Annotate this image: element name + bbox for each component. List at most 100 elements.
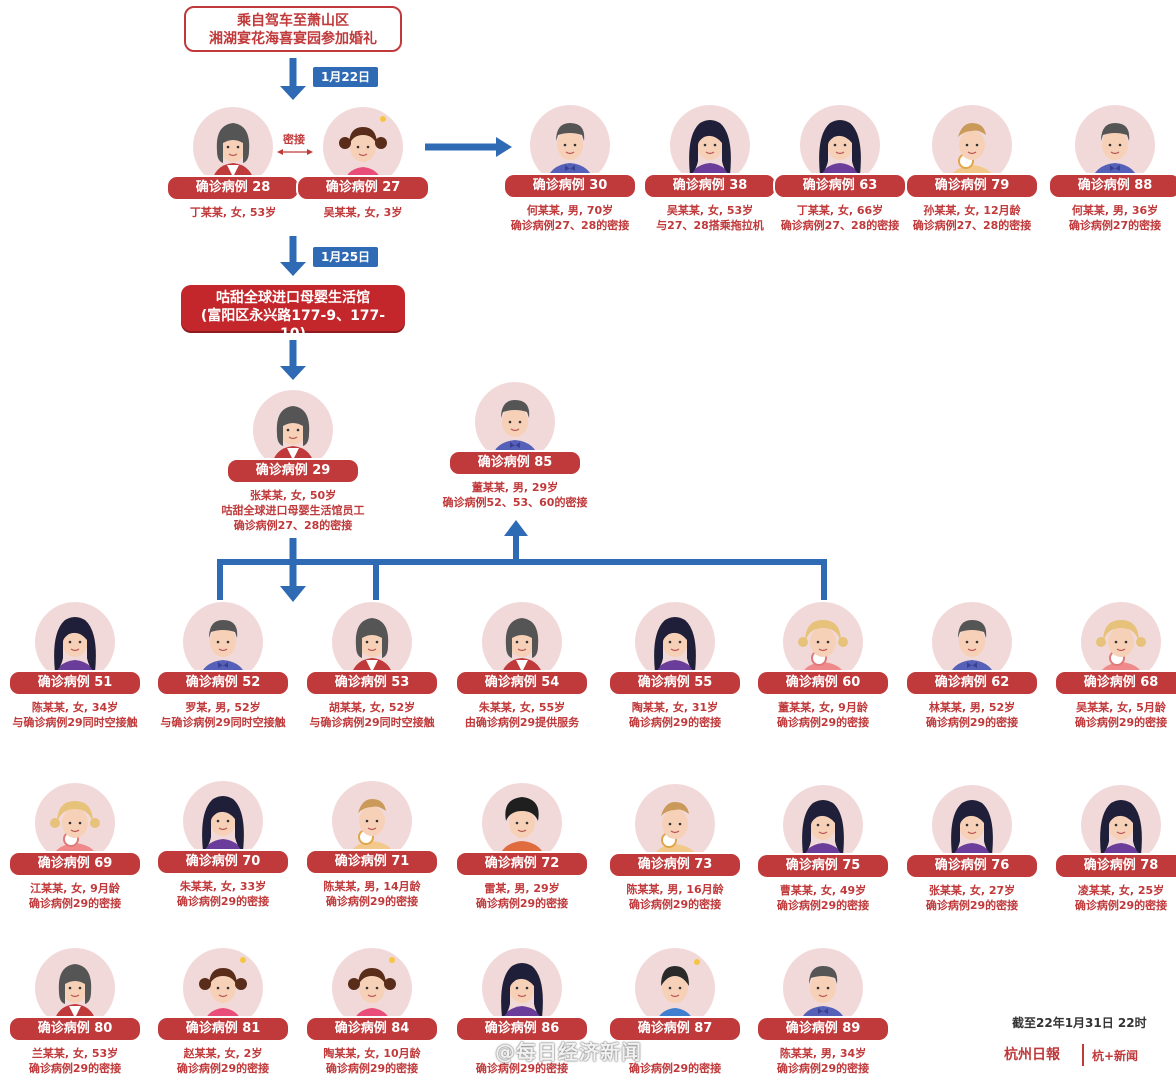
case-info: 林某某, 男, 52岁确诊病例29的密接 [877,700,1067,730]
case-info-line: 确诊病例27、28的密接 [233,519,353,532]
event-store-line2: (富阳区永兴路177-9、177-10) [200,308,386,342]
case-label: 确诊病例 27 [296,175,430,201]
case-info: 朱某某, 女, 33岁确诊病例29的密接 [128,879,318,909]
avatar-girl-icon [332,948,412,1028]
case-info: 丁某某, 女, 53岁 [138,205,328,220]
case-info: 雷某, 男, 29岁确诊病例29的密接 [427,881,617,911]
case-info: 何某某, 男, 36岁确诊病例27的密接 [1020,203,1176,233]
case-info: 董某某, 女, 9月龄确诊病例29的密接 [728,700,918,730]
case-info-line: 凌某某, 女, 25岁 [1077,884,1165,897]
case-info-line: 雷某, 男, 29岁 [484,882,560,895]
case-label: 确诊病例 38 [643,173,777,199]
footer-separator [1082,1044,1084,1066]
case-info-line: 确诊病例29的密接 [776,899,870,912]
case-info-line: 确诊病例29的密接 [925,716,1019,729]
case-label: 确诊病例 60 [756,670,890,696]
avatar-woman-long-icon [1081,785,1161,865]
case-label: 确诊病例 86 [455,1016,589,1042]
case-info-line: 曹某某, 女, 49岁 [779,884,867,897]
case-label: 确诊病例 68 [1054,670,1176,696]
case-info: 陈某某, 男, 34岁确诊病例29的密接 [728,1046,918,1076]
case-info-line: 确诊病例29的密接 [176,1062,270,1075]
case-info: 兰某某, 女, 53岁确诊病例29的密接 [0,1046,170,1076]
case-label: 确诊病例 29 [226,458,360,484]
case-info-line: 丁某某, 女, 53岁 [189,206,277,219]
case-label: 确诊病例 69 [8,851,142,877]
footer-logo-hzrb: 杭州日報 [1004,1047,1060,1063]
case-info: 确诊病例29的密接 [427,1046,617,1076]
avatar-woman-short-icon [35,948,115,1028]
case-info: 吴某某, 女, 3岁 [268,205,458,220]
case-info-line: 确诊病例27、28的密接 [912,219,1032,232]
case-info: 陈某某, 女, 34岁与确诊病例29同时空接触 [0,700,170,730]
case-info-line: 与27、28搭乘拖拉机 [656,219,764,232]
case-label: 确诊病例 72 [455,851,589,877]
case-info: 陶某某, 女, 31岁确诊病例29的密接 [580,700,770,730]
case-info: 张某某, 女, 50岁咕甜全球进口母婴生活馆员工确诊病例27、28的密接 [198,488,388,533]
case-info-line: 确诊病例29的密接 [628,1062,722,1075]
case-label: 确诊病例 75 [756,853,890,879]
case-label: 确诊病例 52 [156,670,290,696]
avatar-baby-girl-icon [1081,602,1161,682]
case-info: 何某某, 男, 70岁确诊病例27、28的密接 [475,203,665,233]
case-info-line: 确诊病例29的密接 [776,716,870,729]
case-info: 赵某某, 女, 2岁确诊病例29的密接 [128,1046,318,1076]
case-info-line: 张某某, 女, 50岁 [249,489,337,502]
case-info: 吴某某, 女, 5月龄确诊病例29的密接 [1026,700,1176,730]
case-info: 张某某, 女, 27岁确诊病例29的密接 [877,883,1067,913]
case-info-line: 董某某, 女, 9月龄 [778,701,868,714]
case-info-line: 与确诊病例29同时空接触 [309,716,435,729]
case-info-line: 确诊病例27、28的密接 [510,219,630,232]
case-label: 确诊病例 84 [305,1016,439,1042]
case-info-line: 吴某某, 女, 53岁 [666,204,754,217]
case-label: 确诊病例 71 [305,849,439,875]
case-info-line: 陈某某, 女, 34岁 [31,701,119,714]
case-info: 丁某某, 女, 66岁确诊病例27、28的密接 [745,203,935,233]
avatar-baby-girl-icon [35,783,115,863]
case-label: 确诊病例 51 [8,670,142,696]
case-label: 确诊病例 76 [905,853,1039,879]
case-info-line: 与确诊病例29同时空接触 [160,716,286,729]
case-label: 确诊病例 88 [1048,173,1176,199]
case-info-line: 与确诊病例29同时空接触 [12,716,138,729]
case-info: 胡某某, 女, 52岁与确诊病例29同时空接触 [277,700,467,730]
case-label: 确诊病例 73 [608,852,742,878]
case-info-line: 何某某, 男, 36岁 [1071,204,1159,217]
case-info-line: 朱某某, 女, 55岁 [478,701,566,714]
avatar-boy-icon [635,948,715,1028]
event-wedding-line2: 湘湖宴花海喜宴园参加婚礼 [209,31,377,47]
case-info-line: 确诊病例29的密接 [475,897,569,910]
case-info: 确诊病例29的密接 [580,1046,770,1076]
avatar-woman-long-icon [482,948,562,1028]
case-label: 确诊病例 55 [608,670,742,696]
case-info-line: 确诊病例52、53、60的密接 [442,496,588,509]
case-info-line: 由确诊病例29提供服务 [464,716,580,729]
case-info-line: 确诊病例29的密接 [628,716,722,729]
case-info-line: 确诊病例27、28的密接 [780,219,900,232]
bracket-to-85 [217,559,827,600]
case-info: 凌某某, 女, 25岁确诊病例29的密接 [1026,883,1176,913]
case-info: 陶某某, 女, 10月龄确诊病例29的密接 [277,1046,467,1076]
case-info-line: 江某某, 女, 9月龄 [30,882,120,895]
case-label: 确诊病例 63 [773,173,907,199]
case-info-line: 确诊病例29的密接 [925,899,1019,912]
avatar-woman-short-icon [332,602,412,682]
case-info-line: 确诊病例29的密接 [1074,899,1168,912]
case-info-line: 董某某, 男, 29岁 [471,481,559,494]
case-info: 陈某某, 男, 14月龄确诊病例29的密接 [277,879,467,909]
case-info-line: 陶某某, 女, 10月龄 [323,1047,421,1060]
case-label: 确诊病例 79 [905,173,1039,199]
case-info-line: 确诊病例29的密接 [28,1062,122,1075]
case-info-line: 确诊病例29的密接 [628,898,722,911]
event-store: 咕甜全球进口母婴生活馆 (富阳区永兴路177-9、177-10) [181,285,405,342]
case-label: 确诊病例 80 [8,1016,142,1042]
case-info-line: 确诊病例29的密接 [28,897,122,910]
case-info-line: 林某某, 男, 52岁 [928,701,1016,714]
event-wedding-line1: 乘自驾车至萧山区 [237,13,349,29]
avatar-woman-long-icon [783,785,863,865]
case-info-line: 吴某某, 女, 3岁 [323,206,403,219]
case-info-line: 确诊病例29的密接 [1074,716,1168,729]
avatar-woman-long-icon [183,781,263,861]
case-label: 确诊病例 87 [608,1016,742,1042]
